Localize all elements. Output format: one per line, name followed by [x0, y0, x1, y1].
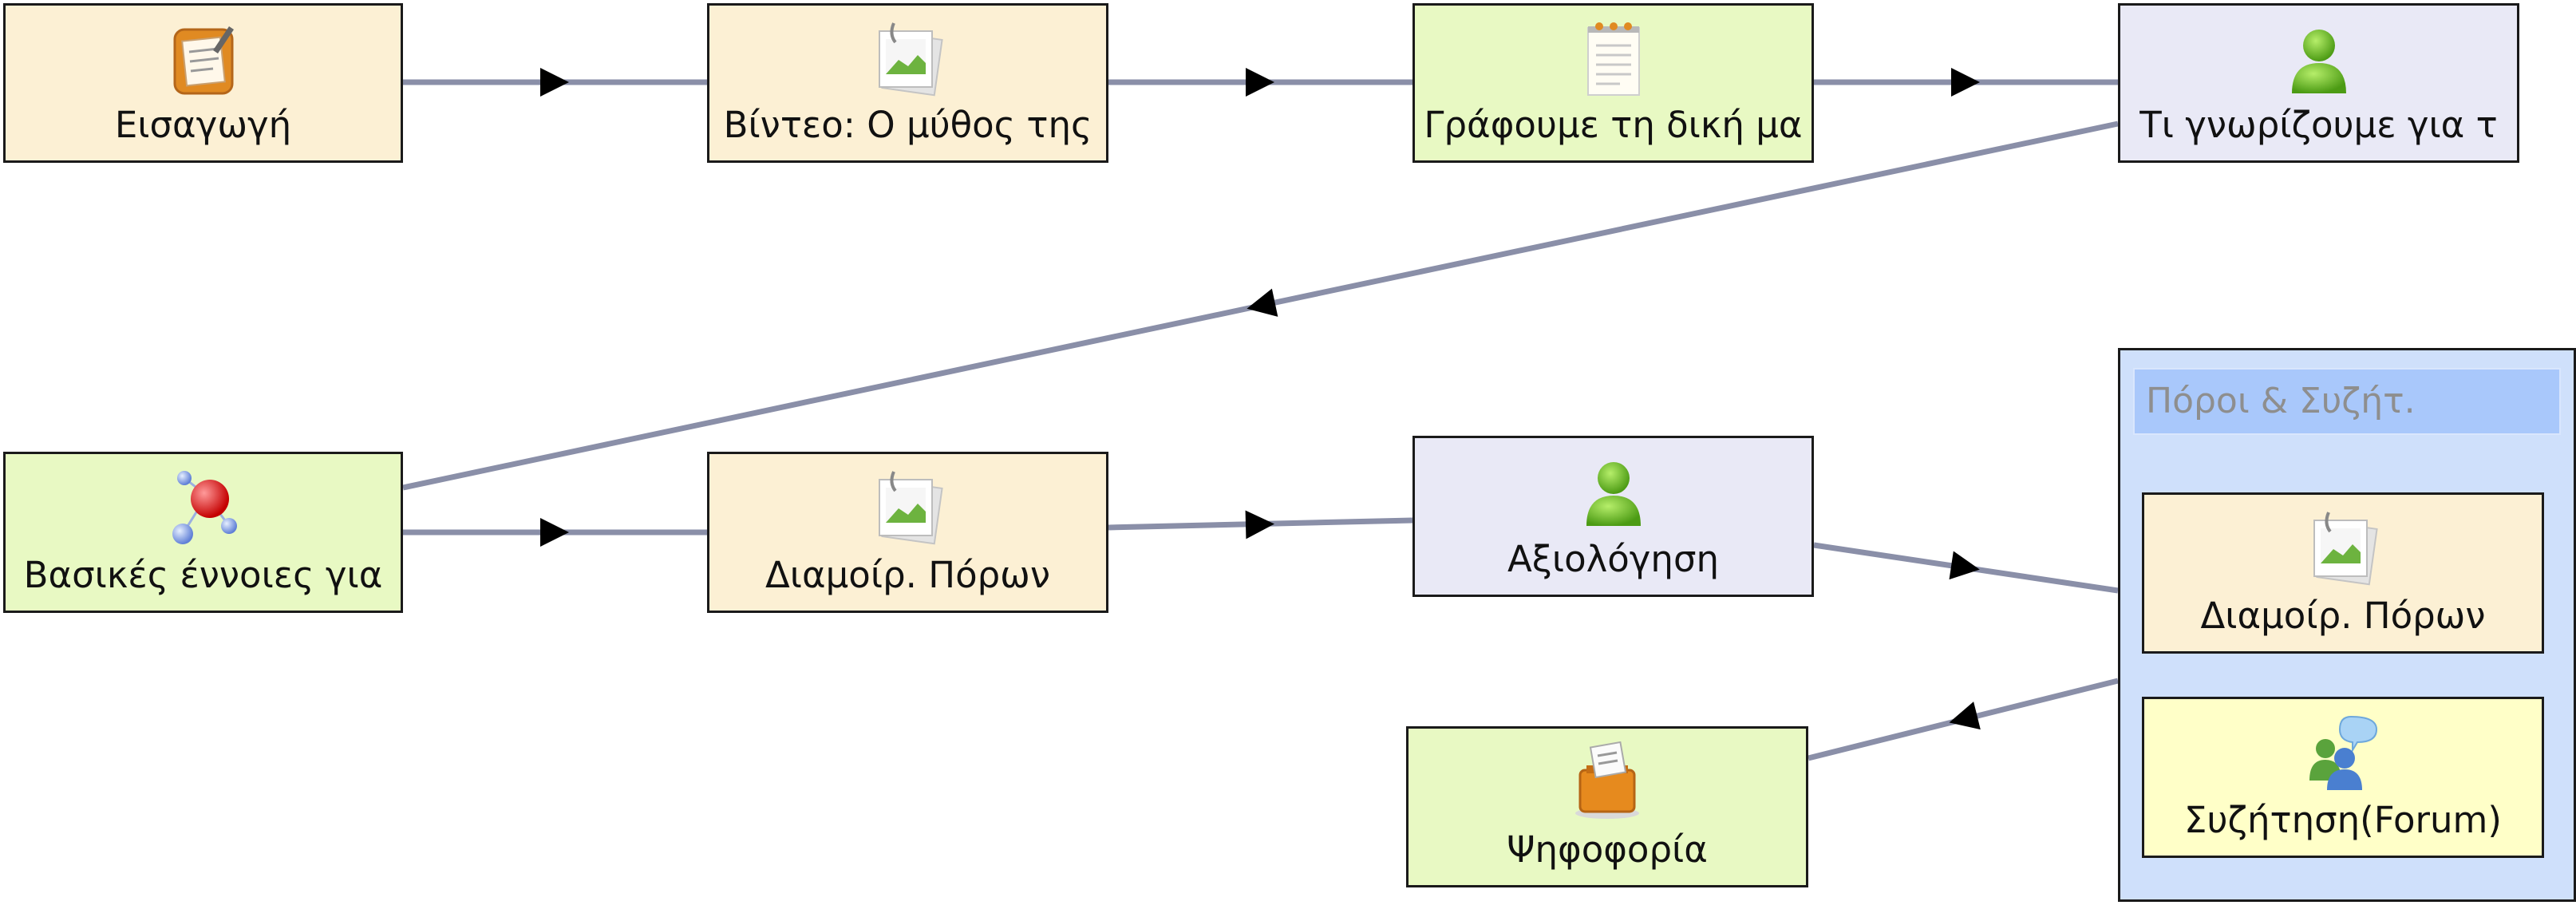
- person-icon: [2281, 18, 2357, 98]
- activity-forum[interactable]: Συζήτηση(Forum): [2142, 697, 2544, 858]
- group-title: Πόροι & Συζήτ.: [2133, 368, 2561, 435]
- activity-vote[interactable]: Ψηφοφορία: [1406, 726, 1808, 887]
- activity-write[interactable]: Γράφουμε τη δική μα: [1412, 3, 1814, 163]
- document-icon: [1575, 18, 1652, 98]
- activity-basics[interactable]: Βασικές έννοιες για: [3, 452, 403, 613]
- activity-resources[interactable]: Διαμοίρ. Πόρων: [707, 452, 1108, 613]
- arrow-head: [1246, 68, 1274, 97]
- arrow-head: [1245, 509, 1275, 540]
- ballot-box-icon: [1569, 741, 1646, 821]
- activity-label: Βασικές έννοιες για: [23, 554, 383, 596]
- activity-label: Τι γνωρίζουμε για τ: [2139, 104, 2498, 146]
- arrow-head: [540, 518, 569, 547]
- image-icon: [2305, 508, 2381, 587]
- person-icon: [1575, 451, 1652, 531]
- activity-label: Ψηφοφορία: [1507, 828, 1708, 871]
- notepad-icon: [165, 18, 242, 98]
- activity-assessment[interactable]: Αξιολόγηση: [1412, 436, 1814, 597]
- chat-users-icon: [2305, 712, 2381, 792]
- activity-label: Βίντεο: Ο μύθος της: [723, 104, 1092, 146]
- activity-label: Γράφουμε τη δική μα: [1424, 104, 1803, 146]
- molecule-icon: [165, 467, 242, 547]
- activity-label: Διαμοίρ. Πόρων: [765, 554, 1050, 596]
- activity-label: Εισαγωγή: [114, 104, 292, 146]
- optional-activities-group[interactable]: Πόροι & Συζήτ. Διαμοίρ. Πόρων Συζήτηση(F…: [2118, 348, 2576, 902]
- activity-resources-2[interactable]: Διαμοίρ. Πόρων: [2142, 492, 2544, 654]
- activity-know[interactable]: Τι γνωρίζουμε για τ: [2118, 3, 2519, 163]
- image-icon: [870, 467, 946, 547]
- activity-label: Συζήτηση(Forum): [2184, 799, 2502, 841]
- activity-video[interactable]: Βίντεο: Ο μύθος της: [707, 3, 1108, 163]
- arrow-head: [1951, 68, 1980, 97]
- activity-intro[interactable]: Εισαγωγή: [3, 3, 403, 163]
- activity-label: Διαμοίρ. Πόρων: [2200, 595, 2486, 637]
- arrow-head: [540, 68, 569, 97]
- image-icon: [870, 18, 946, 98]
- activity-label: Αξιολόγηση: [1507, 538, 1719, 580]
- arrow-head: [1946, 702, 1981, 737]
